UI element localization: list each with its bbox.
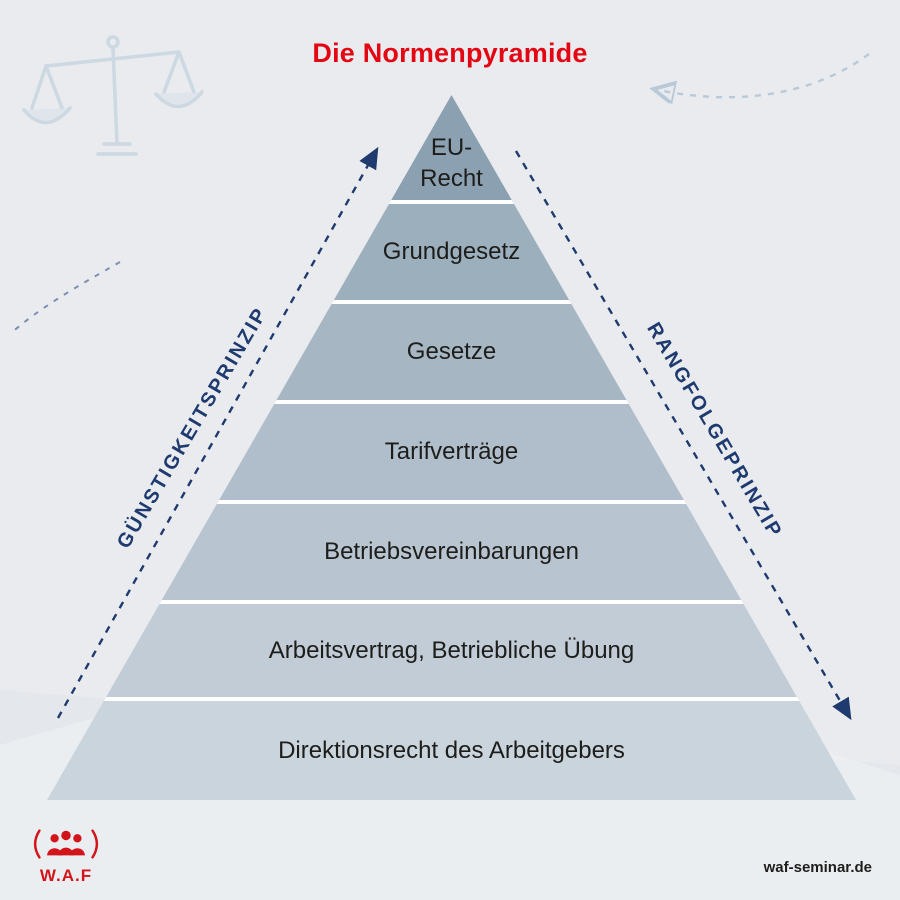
scales-of-justice-icon bbox=[22, 35, 204, 156]
pyramid-level: Gesetze bbox=[47, 300, 856, 400]
pyramid-level-label: Tarifverträge bbox=[384, 438, 519, 466]
pyramid-level-label: Gesetze bbox=[406, 338, 497, 366]
pyramid-level-label: Betriebsvereinbarungen bbox=[324, 538, 579, 566]
decorative-dashed-curve bbox=[9, 261, 121, 335]
pyramid-level-label: EU-Recht bbox=[420, 133, 483, 192]
page-title: Die Normenpyramide bbox=[312, 38, 588, 68]
pyramid-level: Direktionsrecht des Arbeitgebers bbox=[47, 697, 856, 800]
waf-logo-icon bbox=[33, 829, 99, 859]
pyramid-level: Grundgesetz bbox=[47, 200, 856, 300]
pyramid-level: Arbeitsvertrag, Betriebliche Übung bbox=[47, 600, 856, 697]
pyramid-level-label: Arbeitsvertrag, Betriebliche Übung bbox=[268, 636, 635, 664]
waf-logo-text: W.A.F bbox=[39, 866, 93, 885]
pyramid-level-label: Grundgesetz bbox=[382, 238, 521, 266]
waf-logo: W.A.F bbox=[24, 825, 108, 886]
pyramid-level-label: Direktionsrecht des Arbeitgebers bbox=[278, 736, 625, 764]
pyramid-level: Betriebsvereinbarungen bbox=[47, 500, 856, 600]
website-url: waf-seminar.de bbox=[763, 859, 872, 876]
